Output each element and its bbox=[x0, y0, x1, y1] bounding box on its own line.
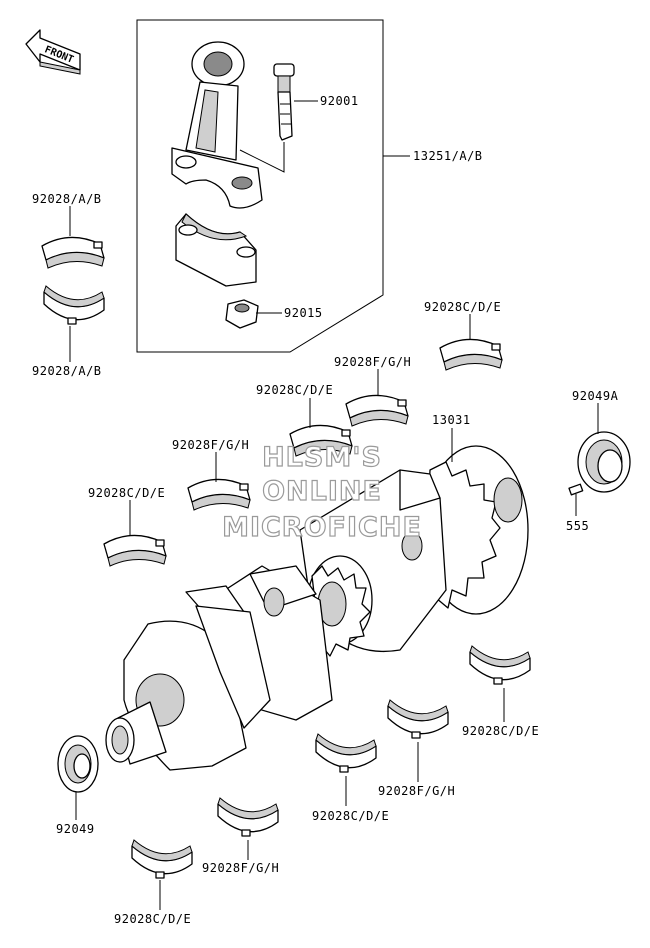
bearing-shell-92028cde-6 bbox=[131, 839, 193, 879]
bearing-shell-92028fgh-4 bbox=[217, 797, 279, 837]
label-92001: 92001 bbox=[320, 94, 359, 108]
label-92028fgh-1: 92028F/G/H bbox=[334, 355, 411, 369]
label-92028cde-6: 92028C/D/E bbox=[114, 912, 191, 926]
label-92028cde-2: 92028C/D/E bbox=[256, 383, 333, 397]
label-92049a: 92049A bbox=[572, 389, 619, 403]
label-555: 555 bbox=[566, 519, 589, 533]
bearing-shell-92028fgh-3 bbox=[387, 699, 449, 739]
front-arrow-icon: FRONT bbox=[25, 29, 81, 75]
label-92028ab-bottom: 92028/A/B bbox=[32, 364, 102, 378]
bearing-shell-92028fgh-2 bbox=[187, 478, 251, 511]
leader-rod-bolt bbox=[239, 142, 285, 173]
watermark-line-2: ONLINE bbox=[262, 476, 382, 507]
label-92028fgh-3: 92028F/G/H bbox=[378, 784, 455, 798]
label-92015: 92015 bbox=[284, 306, 323, 320]
bearing-shell-92028cde-1 bbox=[439, 338, 503, 371]
nut-92015 bbox=[225, 299, 259, 329]
bearing-shell-92028cde-5 bbox=[315, 733, 377, 773]
oil-seal-92049a bbox=[577, 431, 631, 493]
pin-555 bbox=[568, 483, 584, 496]
bearing-shell-92028fgh-1 bbox=[345, 394, 409, 427]
label-13031: 13031 bbox=[432, 413, 471, 427]
label-92028cde-4: 92028C/D/E bbox=[462, 724, 539, 738]
crankshaft-13031 bbox=[105, 445, 529, 771]
watermark: HLSM'S ONLINE MICROFICHE bbox=[221, 441, 422, 543]
label-92028cde-1: 92028C/D/E bbox=[424, 300, 501, 314]
watermark-line-1: HLSM'S bbox=[262, 442, 382, 473]
bearing-shell-92028cde-4 bbox=[469, 645, 531, 685]
label-92028ab-top: 92028/A/B bbox=[32, 192, 102, 206]
label-92028cde-5: 92028C/D/E bbox=[312, 809, 389, 823]
label-92028fgh-2: 92028F/G/H bbox=[172, 438, 249, 452]
bearing-shell-92028ab-upper bbox=[41, 236, 105, 269]
label-13251: 13251/A/B bbox=[413, 149, 483, 163]
bearing-shell-92028cde-3 bbox=[103, 534, 167, 567]
watermark-line-3: MICROFICHE bbox=[222, 512, 422, 543]
connecting-rod bbox=[171, 41, 263, 209]
rod-assembly-bracket bbox=[136, 19, 384, 353]
label-92028fgh-4: 92028F/G/H bbox=[202, 861, 279, 875]
label-92028cde-3: 92028C/D/E bbox=[88, 486, 165, 500]
label-92049: 92049 bbox=[56, 822, 95, 836]
bolt-92001 bbox=[273, 63, 295, 141]
connecting-rod-cap bbox=[175, 213, 257, 287]
oil-seal-92049 bbox=[57, 735, 99, 793]
bearing-shell-92028ab-lower bbox=[43, 285, 105, 325]
